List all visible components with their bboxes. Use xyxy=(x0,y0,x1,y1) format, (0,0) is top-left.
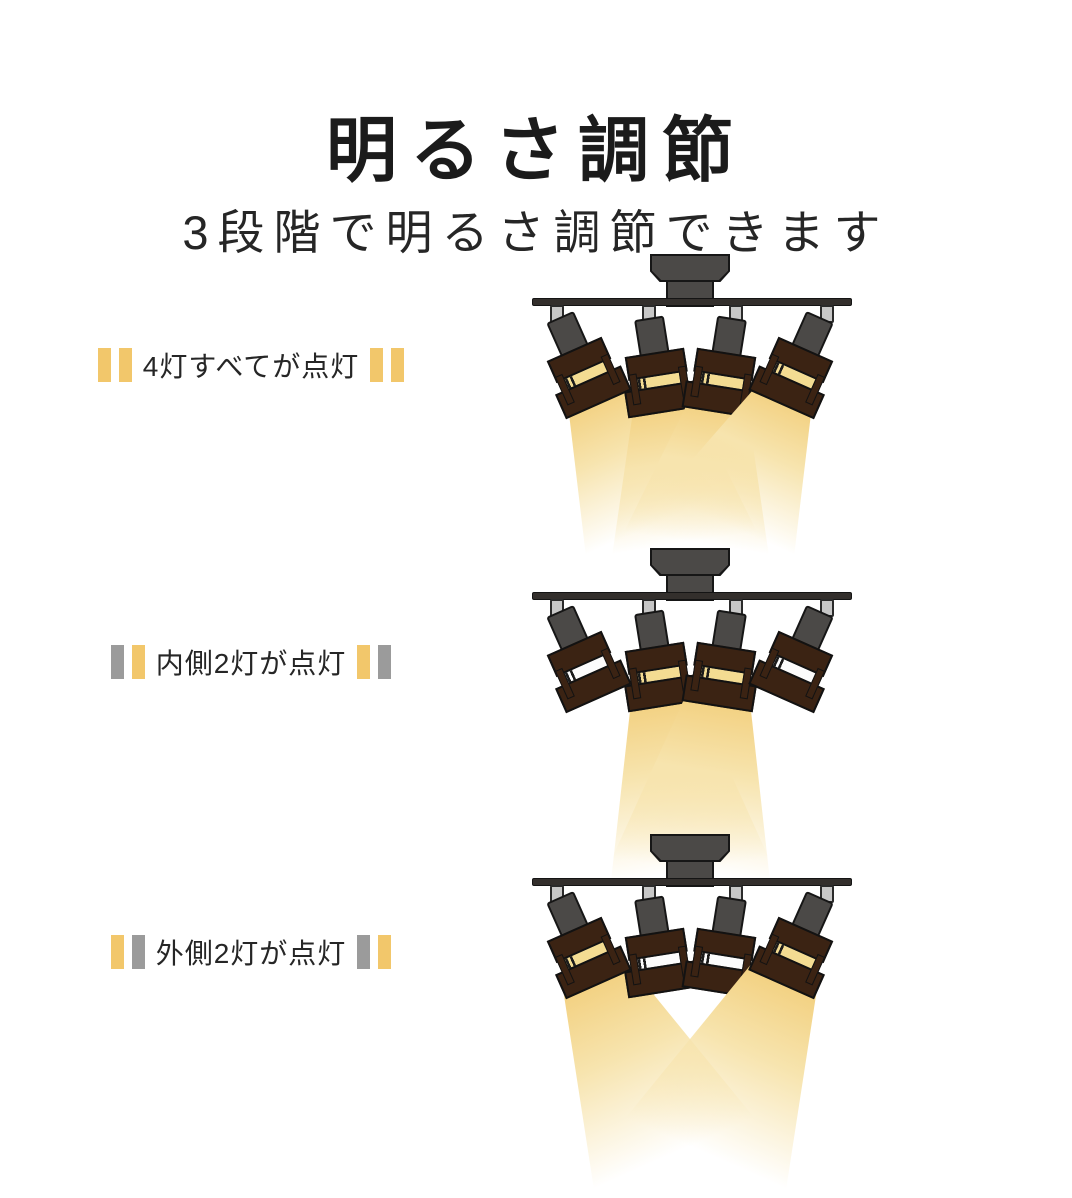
lamp-indicator-squares-right xyxy=(357,645,392,679)
mounting-bar xyxy=(532,592,852,600)
mode-label: 4灯すべてが点灯 xyxy=(142,351,360,382)
ceiling-mount-icon xyxy=(650,254,730,282)
indicator-square-on xyxy=(357,645,371,679)
mode-label: 外側2灯が点灯 xyxy=(155,938,347,969)
lamp-indicator-squares-left xyxy=(97,348,132,382)
page-subtitle: 3段階で明るさ調節できます xyxy=(182,206,890,259)
mounting-bar xyxy=(532,298,852,306)
indicator-square-on xyxy=(118,348,132,382)
ceiling-light-illustration xyxy=(450,246,930,576)
indicator-square-off xyxy=(357,935,371,969)
page-title: 明るさ調節 xyxy=(325,111,746,191)
lamp-indicator-squares-right xyxy=(357,935,392,969)
indicator-square-off xyxy=(378,645,392,679)
ceiling-light-illustration xyxy=(450,540,930,870)
mode-label: 内側2灯が点灯 xyxy=(155,648,347,679)
ceiling-mount-icon xyxy=(650,834,730,862)
indicator-square-on xyxy=(131,645,145,679)
spotlight-head xyxy=(745,301,857,421)
lamp-indicator-squares-right xyxy=(370,348,405,382)
spotlight-head xyxy=(745,595,857,715)
indicator-square-off xyxy=(131,935,145,969)
indicator-square-off xyxy=(110,645,124,679)
indicator-square-on xyxy=(97,348,111,382)
mode-label-group: 内側2灯が点灯 xyxy=(0,645,502,679)
mode-label-group: 外側2灯が点灯 xyxy=(0,935,502,969)
lamp-indicator-squares-left xyxy=(110,935,145,969)
ceiling-mount-icon xyxy=(650,548,730,576)
indicator-square-on xyxy=(110,935,124,969)
mode-label-group: 4灯すべてが点灯 xyxy=(0,348,502,382)
indicator-square-on xyxy=(370,348,384,382)
indicator-square-on xyxy=(378,935,392,969)
indicator-square-on xyxy=(391,348,405,382)
ceiling-light-illustration xyxy=(450,826,930,1156)
mounting-bar xyxy=(532,878,852,886)
lamp-indicator-squares-left xyxy=(110,645,145,679)
page: { "header": { "title": "明るさ調節", "subtitl… xyxy=(0,0,1072,1080)
spotlight-head xyxy=(745,881,857,1001)
